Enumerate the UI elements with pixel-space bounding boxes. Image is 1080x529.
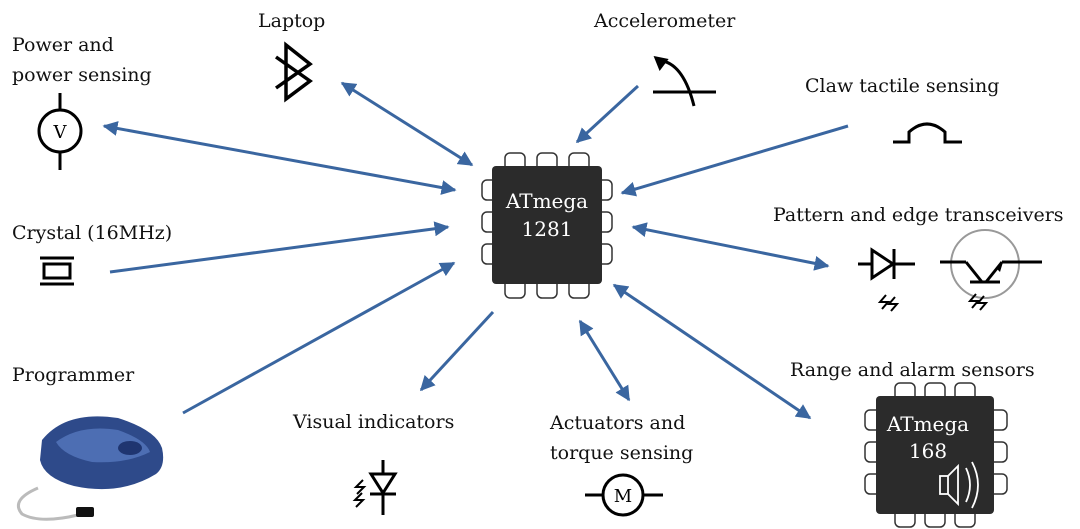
main-chip-line2: 1281 [522, 217, 573, 241]
label-claw: Claw tactile sensing [805, 75, 1000, 97]
arrow-power [102, 121, 457, 195]
label-visual: Visual indicators [293, 411, 455, 433]
arrow-visual [419, 310, 495, 392]
crystal-icon [40, 256, 74, 286]
sub-chip [864, 382, 1008, 528]
label-programmer: Programmer [12, 364, 135, 386]
arrow-programmer [182, 261, 456, 415]
main-chip [481, 152, 613, 299]
tactile-switch-icon [893, 122, 962, 144]
label-power: Power and power sensing [12, 34, 152, 86]
label-laptop: Laptop [258, 10, 326, 32]
sub-chip-line1: ATmega [886, 412, 969, 436]
arrow-laptop [340, 81, 474, 167]
accelerometer-icon [653, 55, 716, 107]
motor-letter: M [614, 486, 632, 507]
arrow-range [612, 283, 812, 420]
programmer-device-icon [17, 416, 164, 521]
label-pattern: Pattern and edge transceivers [773, 204, 1064, 226]
sub-chip-line2: 168 [909, 439, 947, 463]
connection-arrows [102, 81, 849, 420]
bluetooth-icon [274, 41, 313, 103]
label-crystal: Crystal (16MHz) [12, 222, 173, 244]
led-icon [352, 460, 398, 515]
motor-icon [585, 473, 663, 517]
voltmeter-letter: V [53, 122, 68, 143]
speaker-icon [939, 461, 979, 509]
arrow-crystal [109, 221, 450, 274]
phototransistor-icon [940, 229, 1042, 311]
voltmeter-icon [37, 93, 83, 170]
arrow-claw [620, 124, 849, 197]
arrow-pattern [631, 222, 830, 271]
label-accelerometer: Accelerometer [594, 10, 736, 32]
arrow-accelerometer [575, 84, 640, 144]
main-chip-line1: ATmega [505, 189, 588, 213]
label-range: Range and alarm sensors [790, 359, 1035, 381]
arrow-actuators [578, 319, 631, 402]
photodiode-icon [858, 247, 915, 312]
